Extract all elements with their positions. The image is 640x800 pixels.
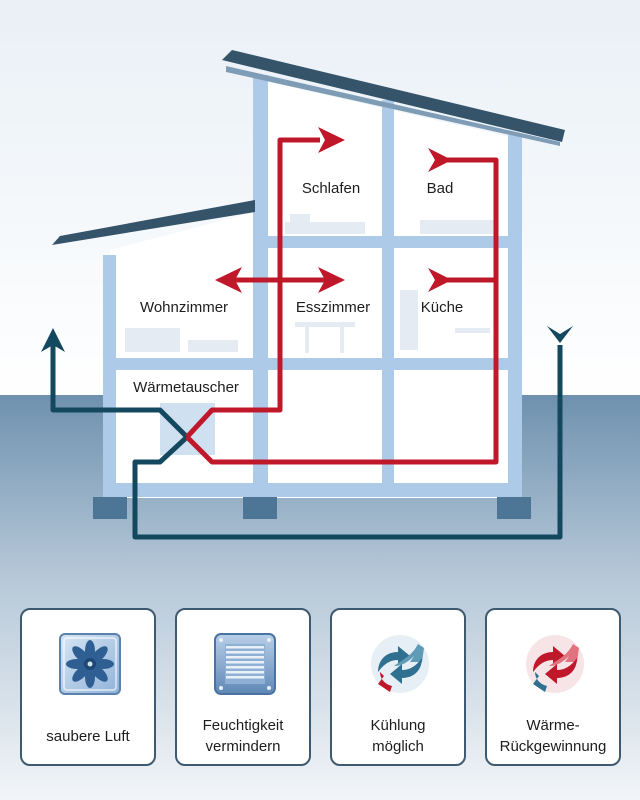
fresh-air-intake-arrow	[547, 326, 573, 343]
supply-air-arrowheads	[215, 127, 452, 293]
vent-grille-icon	[214, 633, 276, 695]
cooling-arrows-icon	[371, 635, 429, 693]
feature-card-humidity: Feuchtigkeit vermindern	[175, 608, 311, 766]
supply-air-duct	[185, 137, 499, 465]
feature-label: saubere Luft	[46, 727, 130, 745]
room-label-waermetauscher: Wärmetauscher	[133, 379, 239, 396]
heat-recovery-arrows-icon	[526, 635, 584, 693]
feature-card-heat-recovery: Wärme- Rückgewinnung	[485, 608, 621, 766]
fan-icon	[59, 633, 121, 695]
feature-card-clean-air: saubere Luft	[20, 608, 156, 766]
roof	[52, 50, 565, 245]
room-label-schlafen: Schlafen	[302, 180, 360, 197]
room-label-bad: Bad	[427, 180, 454, 197]
furniture-silhouettes	[125, 214, 495, 353]
feature-card-cooling: Kühlung möglich	[330, 608, 466, 766]
room-label-wohnzimmer: Wohnzimmer	[140, 299, 228, 316]
foundation-blocks	[93, 497, 531, 519]
feature-label: Feuchtigkeit vermindern	[202, 717, 284, 755]
exhaust-air-duct	[50, 345, 563, 540]
feature-label: Wärme- Rückgewinnung	[499, 717, 607, 755]
exhaust-outlet-arrow	[41, 328, 65, 352]
room-label-esszimmer: Esszimmer	[296, 299, 370, 316]
house-frame	[103, 75, 522, 497]
feature-label: Kühlung möglich	[370, 717, 426, 755]
room-label-kueche: Küche	[421, 299, 464, 316]
heat-exchanger-unit	[160, 403, 215, 455]
